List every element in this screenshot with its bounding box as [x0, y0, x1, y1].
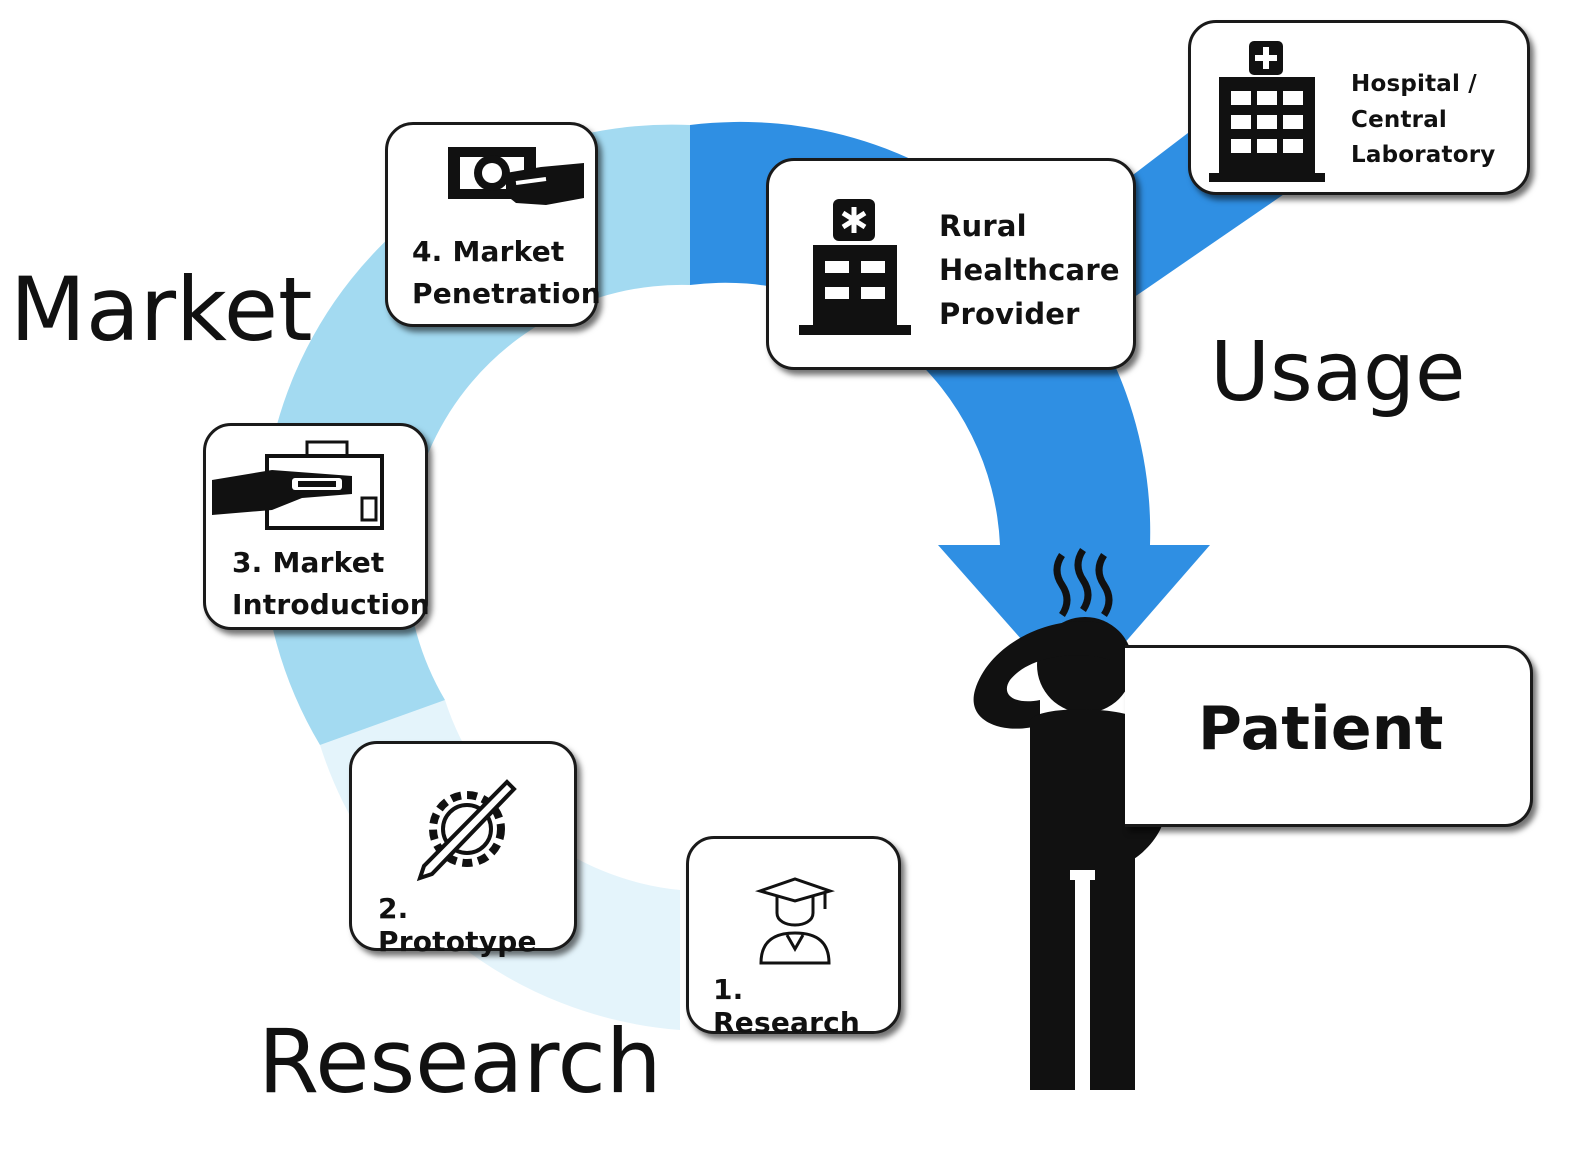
hospital-label-line1: Hospital /	[1351, 71, 1477, 97]
market-introduction-label-line2: Introduction	[232, 588, 430, 621]
graduate-icon	[755, 877, 835, 965]
hospital-label-line3: Laboratory	[1351, 142, 1496, 168]
market-penetration-label-line2: Penetration	[412, 277, 601, 310]
phase-research-label: Research	[258, 1010, 662, 1113]
hospital-label-line2: Central	[1351, 107, 1447, 133]
market-introduction-card: 3. Market Introduction	[203, 423, 430, 630]
research-label: 1. Research	[713, 973, 861, 1039]
prototype-label: 2. Prototype	[378, 892, 537, 958]
patient-label: Patient	[1198, 694, 1444, 764]
patient-card	[1125, 645, 1533, 827]
hand-money-icon	[448, 147, 584, 205]
hospital-card: Hospital / Central Laboratory	[1188, 20, 1530, 195]
market-penetration-card: 4. Market Penetration	[385, 122, 601, 327]
hospital-icon	[1209, 41, 1325, 182]
rural-provider-card: Rural Healthcare Provider	[766, 158, 1136, 370]
market-penetration-label-line1: 4. Market	[412, 235, 565, 268]
rural-provider-label-line2: Healthcare	[939, 253, 1120, 287]
hand-device-icon	[212, 440, 384, 530]
gear-pencil-icon	[416, 779, 517, 882]
rural-provider-label-line1: Rural	[939, 209, 1027, 243]
market-introduction-label-line1: 3. Market	[232, 546, 385, 579]
research-card: 1. Research	[686, 836, 901, 1039]
prototype-card: 2. Prototype	[349, 741, 577, 958]
phase-market-label: Market	[10, 258, 313, 361]
rural-provider-label-line3: Provider	[939, 297, 1080, 331]
clinic-icon	[799, 199, 911, 335]
phase-usage-label: Usage	[1210, 325, 1466, 420]
